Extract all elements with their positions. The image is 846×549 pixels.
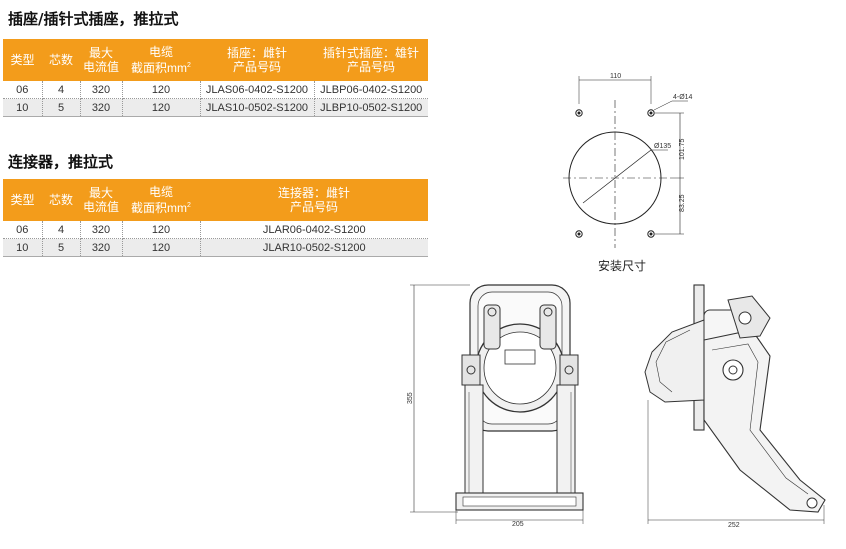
cell-pin-socket: JLBP06-0402-S1200 <box>314 81 428 99</box>
connector-spec-table: 类型 芯数 最大电流值 电缆截面积mm2 连接器：雌针产品号码 06 4 320… <box>3 179 428 257</box>
cell-socket: JLAS06-0402-S1200 <box>200 81 315 99</box>
header-cable: 电缆截面积mm2 <box>122 179 200 221</box>
cell-cable: 120 <box>122 238 201 257</box>
table-header-row: 类型 芯数 最大电流值 电缆截面积mm2 插座：雌针产品号码 插针式插座：雄针产… <box>3 39 428 81</box>
cell-cable: 120 <box>122 221 201 239</box>
table-row: 10 5 320 120 JLAS10-0502-S1200 JLBP10-05… <box>3 98 428 117</box>
cell-type: 10 <box>3 238 43 257</box>
cell-current: 320 <box>80 238 123 257</box>
table-header-row: 类型 芯数 最大电流值 电缆截面积mm2 连接器：雌针产品号码 <box>3 179 428 221</box>
cell-cores: 5 <box>42 98 81 117</box>
header-max-current: 最大电流值 <box>80 39 122 81</box>
header-max-current: 最大电流值 <box>80 179 122 221</box>
cell-current: 320 <box>80 81 123 99</box>
header-cores: 芯数 <box>42 39 80 81</box>
dim-side-width-label: 252 <box>728 522 740 529</box>
cell-cable: 120 <box>122 98 201 117</box>
socket-spec-table: 类型 芯数 最大电流值 电缆截面积mm2 插座：雌针产品号码 插针式插座：雄针产… <box>3 39 428 117</box>
header-type: 类型 <box>3 179 42 221</box>
cell-type: 10 <box>3 98 43 117</box>
header-cores: 芯数 <box>42 179 80 221</box>
mounting-caption: 安装尺寸 <box>598 259 647 273</box>
table-row: 06 4 320 120 JLAR06-0402-S1200 <box>3 221 428 239</box>
section2-title: 连接器，推拉式 <box>8 153 114 171</box>
dim-lower-label: 83.25 <box>679 194 686 212</box>
side-view-drawing <box>644 284 826 524</box>
mounting-drawing <box>563 76 688 248</box>
cell-pin-socket: JLBP10-0502-S1200 <box>314 98 428 117</box>
table-row: 10 5 320 120 JLAR10-0502-S1200 <box>3 238 428 257</box>
cell-cores: 5 <box>42 238 81 257</box>
dim-diameter-label: Ø135 <box>654 143 671 150</box>
cell-cable: 120 <box>122 81 201 99</box>
cell-current: 320 <box>80 98 123 117</box>
header-connector: 连接器：雌针产品号码 <box>200 179 428 221</box>
cell-type: 06 <box>3 81 43 99</box>
dim-holes-label: 4-Ø14 <box>673 94 693 101</box>
front-view-drawing <box>410 284 584 524</box>
cell-cores: 4 <box>42 221 81 239</box>
dim-upper-label: 101.75 <box>679 138 686 160</box>
dim-width-label: 110 <box>610 73 621 80</box>
header-cable: 电缆截面积mm2 <box>122 39 200 81</box>
table-row: 06 4 320 120 JLAS06-0402-S1200 JLBP06-04… <box>3 81 428 99</box>
cell-connector: JLAR10-0502-S1200 <box>200 238 428 257</box>
header-type: 类型 <box>3 39 42 81</box>
section1-title: 插座/插针式插座，推拉式 <box>8 10 179 28</box>
header-pin-socket: 插针式插座：雄针产品号码 <box>314 39 428 81</box>
header-socket: 插座：雌针产品号码 <box>200 39 314 81</box>
cell-current: 320 <box>80 221 123 239</box>
cell-connector: JLAR06-0402-S1200 <box>200 221 428 239</box>
dim-front-height-label: 355 <box>407 392 414 404</box>
dim-front-width-label: 205 <box>512 521 524 528</box>
cell-socket: JLAS10-0502-S1200 <box>200 98 315 117</box>
cell-type: 06 <box>3 221 43 239</box>
cell-cores: 4 <box>42 81 81 99</box>
